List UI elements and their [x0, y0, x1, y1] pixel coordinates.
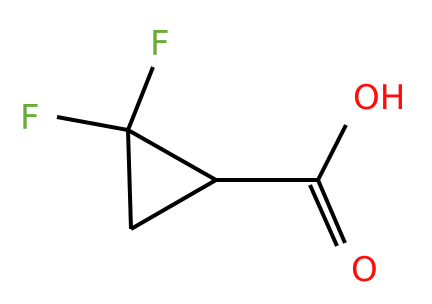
fluorine-label-left: F	[20, 98, 40, 138]
bond-c-o-double-2	[308, 184, 339, 247]
bond-c-f-upper	[126, 66, 155, 131]
ring-bond-cf2-ch2	[126, 129, 133, 230]
bond-c-o-double-1	[316, 179, 347, 244]
ring-bond-ch2-ch	[130, 178, 217, 231]
ring-bond-ch-cf2	[127, 128, 217, 182]
hydroxyl-label: OH	[353, 78, 405, 118]
fluorine-label-top: F	[150, 24, 170, 64]
bond-c-f-left	[56, 115, 129, 132]
bond-c-oh	[316, 124, 348, 181]
carbonyl-oxygen-label: O	[351, 250, 378, 290]
